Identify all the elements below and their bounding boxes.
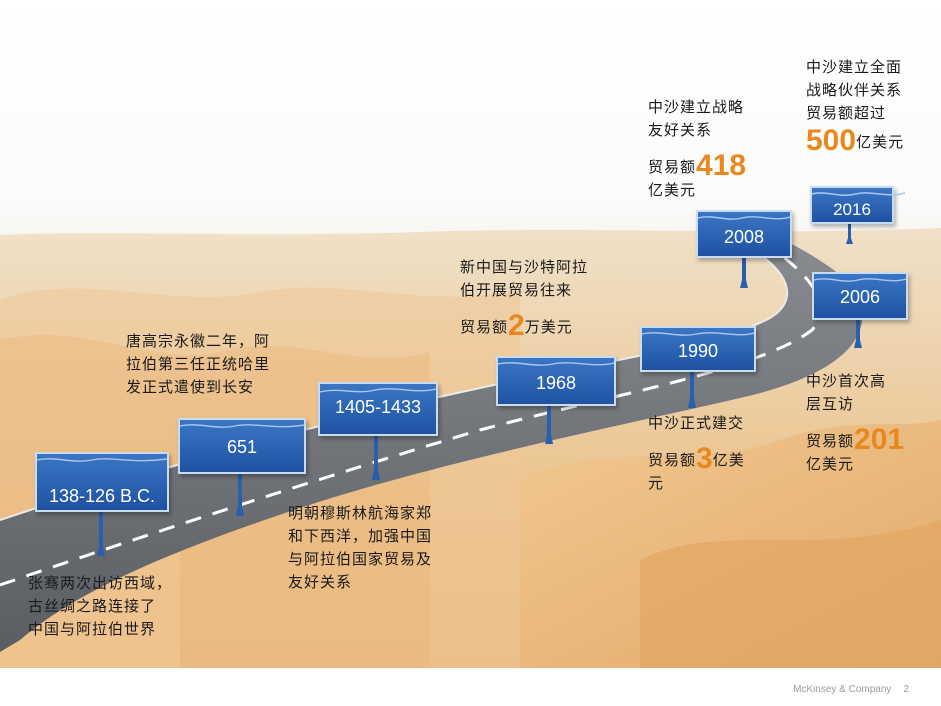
sign-pole (740, 256, 748, 288)
milestone-sign-2016: 2016 (810, 186, 906, 224)
milestone-description-1968: 新中国与沙特阿拉 伯开展贸易往来 贸易额2万美元 (460, 256, 589, 341)
sign-pole (846, 222, 853, 244)
milestone-year: 1405-1433 (334, 397, 422, 417)
trade-volume: 500亿美元 (806, 126, 905, 156)
milestone-description-1990: 中沙正式建交 贸易额3亿美 元 (648, 412, 745, 495)
description-line: 中沙首次高 (806, 372, 887, 390)
description-line: 战略伙伴关系 (806, 81, 903, 99)
description-line: 唐高宗永徽二年，阿 (126, 332, 271, 350)
milestone-sign-1405-1433: 1405-1433 (318, 382, 438, 436)
description-line: 与阿拉伯国家贸易及 (288, 550, 433, 568)
description-line: 拉伯第三任正统哈里 (126, 355, 271, 373)
description-line: 中沙建立全面 (806, 58, 903, 76)
trade-unit: 亿美 (712, 451, 745, 469)
trade-value: 3 (696, 442, 713, 475)
sign-pole (97, 510, 105, 556)
description-line: 伯开展贸易往来 (460, 281, 573, 299)
trade-prefix: 贸易额 (648, 158, 697, 176)
description-line: 中沙建立战略 (648, 98, 745, 116)
milestone-year: 138-126 B.C. (48, 486, 156, 506)
description-line: 和下西洋，加强中国 (288, 527, 433, 545)
trade-value: 500 (806, 124, 857, 157)
milestone-year: 651 (226, 437, 258, 457)
description-line: 贸易额超过 (806, 104, 887, 122)
trade-volume: 贸易额3亿美 (648, 444, 745, 474)
milestone-description-2006: 中沙首次高 层互访 贸易额201 亿美元 (806, 370, 904, 476)
trade-prefix: 贸易额 (460, 318, 509, 336)
slide-footer: McKinsey & Company 2 (781, 684, 909, 695)
milestone-description-2016: 中沙建立全面 战略伙伴关系 贸易额超过 500亿美元 (806, 56, 905, 156)
trade-volume: 贸易额418 (648, 151, 746, 181)
milestone-description-1405-1433: 明朝穆斯林航海家郑 和下西洋，加强中国 与阿拉伯国家贸易及 友好关系 (288, 502, 432, 594)
milestone-sign-2006: 2006 (812, 272, 908, 320)
trade-value: 2 (508, 309, 525, 342)
milestone-year: 2008 (723, 227, 765, 247)
milestone-year: 1990 (677, 341, 719, 361)
milestone-description-138-126bc: 张骞两次出访西域， 古丝绸之路连接了 中国与阿拉伯世界 (28, 572, 172, 641)
trade-unit: 亿美元 (648, 181, 697, 199)
description-line: 新中国与沙特阿拉 (460, 258, 589, 276)
sign-pole (545, 404, 553, 444)
trade-unit: 亿美元 (806, 455, 855, 473)
description-line: 张骞两次出访西域， (28, 574, 173, 592)
page-number: 2 (903, 684, 909, 695)
milestone-sign-138-126bc: 138-126 B.C. (35, 452, 169, 512)
trade-prefix: 贸易额 (648, 451, 697, 469)
description-line: 友好关系 (288, 573, 353, 591)
milestone-sign-1968: 1968 (496, 356, 616, 406)
sign-pole (688, 368, 696, 408)
description-line: 中国与阿拉伯世界 (28, 620, 157, 638)
trade-unit: 亿美元 (856, 133, 905, 151)
trade-value: 418 (696, 149, 747, 182)
description-line: 明朝穆斯林航海家郑 (288, 504, 433, 522)
description-line: 发正式遣使到长安 (126, 378, 255, 396)
trade-volume: 贸易额201 (806, 425, 904, 455)
milestone-description-2008: 中沙建立战略 友好关系 贸易额418 亿美元 (648, 96, 746, 202)
trade-prefix: 贸易额 (806, 432, 855, 450)
sign-pole (854, 318, 862, 348)
description-line: 层互访 (806, 395, 855, 413)
milestone-year: 2006 (839, 287, 881, 307)
milestone-sign-1990: 1990 (640, 326, 756, 372)
milestone-sign-651: 651 (178, 418, 306, 474)
milestone-year: 1968 (535, 373, 577, 393)
description-line: 友好关系 (648, 121, 713, 139)
milestone-year: 2016 (833, 200, 871, 219)
trade-volume: 贸易额2万美元 (460, 311, 588, 341)
description-line: 中沙正式建交 (648, 414, 745, 432)
sign-pole (372, 432, 380, 480)
sign-pole (236, 470, 244, 516)
trade-unit: 万美元 (524, 318, 573, 336)
milestone-description-651: 唐高宗永徽二年，阿 拉伯第三任正统哈里 发正式遣使到长安 (126, 330, 270, 399)
trade-unit-continued: 元 (648, 474, 665, 492)
milestone-sign-2008: 2008 (696, 210, 792, 258)
trade-value: 201 (854, 423, 905, 456)
company-name: McKinsey & Company (793, 684, 892, 695)
description-line: 古丝绸之路连接了 (28, 597, 157, 615)
